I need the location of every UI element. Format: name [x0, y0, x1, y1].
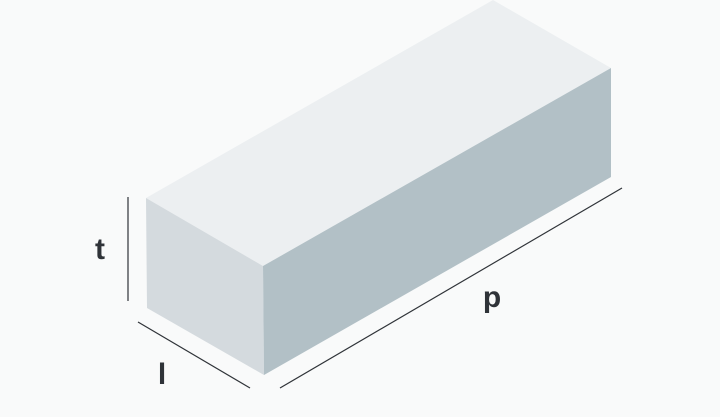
box-top-face — [146, 0, 611, 266]
box-front-face — [146, 198, 264, 375]
width-label: l — [158, 358, 166, 391]
width-dimension-line — [137, 321, 251, 389]
height-label: t — [95, 233, 105, 266]
length-label: p — [483, 281, 501, 314]
box-side-face — [263, 68, 611, 375]
length-dimension-line — [279, 187, 623, 389]
